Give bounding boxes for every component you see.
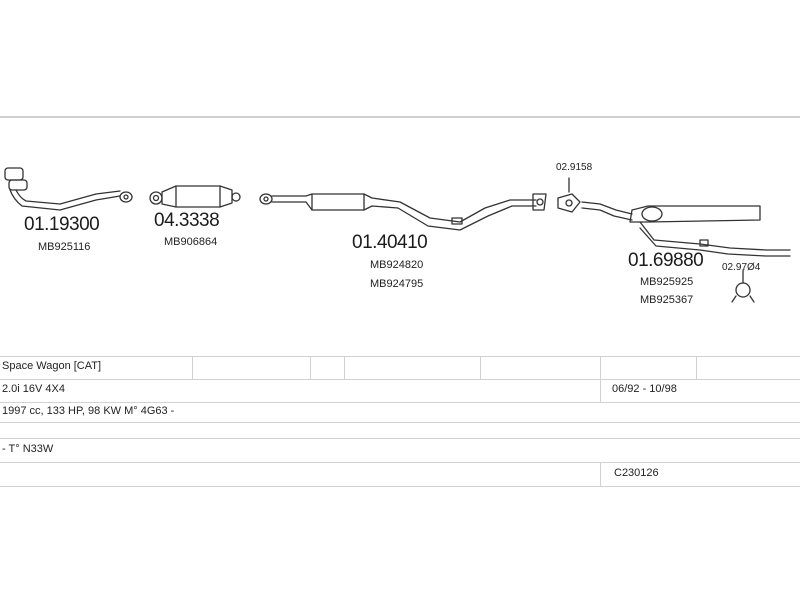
fitting-code: 02.9158 [556,162,593,173]
oem-number: MB906864 [164,236,218,248]
specs-cell: 1997 cc, 133 HP, 98 KW M° 4G63 - [2,405,175,417]
part-code: 01.40410 [352,232,428,253]
part-code: 01.69880 [628,250,704,271]
column-divider [192,357,193,379]
catalytic-converter-part [149,185,241,208]
fitting-code: 02.97Ø4 [722,262,761,273]
column-divider [344,357,345,379]
table-row: Space Wagon [CAT] [0,356,800,380]
oem-number: MB925925 [640,276,694,288]
column-divider [600,378,601,402]
column-divider [600,357,601,379]
gasket-fitting [557,177,581,213]
part-code: 04.3338 [154,210,220,231]
table-row: - T° N33W [0,438,800,463]
rear-silencer-part [581,201,791,257]
oem-number: MB925367 [640,294,694,306]
column-divider [696,357,697,379]
years-cell: 06/92 - 10/98 [612,383,677,395]
oem-number: MB925116 [38,241,91,253]
table-row [0,422,800,439]
column-divider [310,357,311,379]
column-divider [600,462,601,486]
clamp-fitting [731,269,755,303]
engine-cell: 2.0i 16V 4X4 [2,383,65,395]
column-divider [480,357,481,379]
reference-cell: C230126 [614,467,659,479]
center-pipe-part [259,193,547,231]
model-cell: Space Wagon [CAT] [2,360,102,372]
table-row: 2.0i 16V 4X4 06/92 - 10/98 [0,378,800,403]
oem-number: MB924820 [370,259,424,271]
table-row: 1997 cc, 133 HP, 98 KW M° 4G63 - [0,402,800,423]
top-border [0,116,800,118]
table-row: C230126 [0,462,800,487]
oem-number: MB924795 [370,278,424,290]
front-pipe-part [4,167,133,211]
type-cell: - T° N33W [2,443,54,455]
part-code: 01.19300 [24,214,100,235]
